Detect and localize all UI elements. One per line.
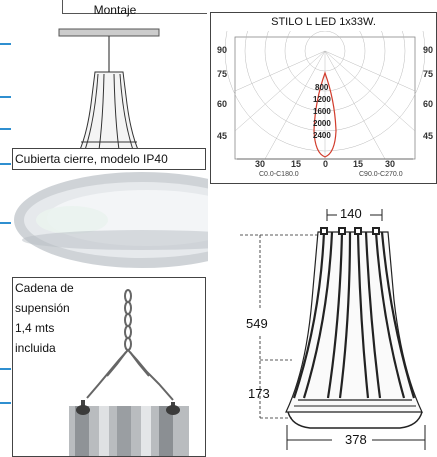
polar-right-angle: 75 xyxy=(423,69,434,79)
chain-label-line: supensión xyxy=(15,301,70,315)
chain-label-line: Cadena de xyxy=(15,281,74,295)
dim-height-lower: 173 xyxy=(248,386,270,401)
chain-label-line: incluida xyxy=(15,341,56,355)
polar-intensity-label: 800 xyxy=(315,83,329,92)
polar-grid xyxy=(224,31,426,160)
polar-left-angle: 90 xyxy=(217,45,228,55)
polar-right-angle: 90 xyxy=(423,45,434,55)
margin-mark xyxy=(0,222,11,224)
cover-label: Cubierta cierre, modelo IP40 xyxy=(12,148,206,170)
margin-mark xyxy=(0,402,11,404)
intensity-curve xyxy=(313,71,337,158)
polar-right-angle: 60 xyxy=(423,99,434,109)
guide-line xyxy=(62,0,63,13)
dimension-drawing xyxy=(240,209,426,450)
polar-title: STILO L LED 1x33W. xyxy=(271,16,376,28)
polar-right-angle: 45 xyxy=(423,131,434,141)
polar-left-angle: 60 xyxy=(217,99,228,109)
dim-bottom-width: 378 xyxy=(345,432,367,447)
polar-intensity-label: 1600 xyxy=(313,107,331,116)
polar-left-angle: 45 xyxy=(217,131,228,141)
chain-photo xyxy=(69,289,189,456)
margin-mark xyxy=(0,163,11,165)
polar-left-angle: 75 xyxy=(217,69,228,79)
margin-mark xyxy=(0,368,11,370)
polar-legend-left: C0.0-C180.0 xyxy=(259,171,299,178)
polar-bottom-angle: 30 xyxy=(255,159,266,169)
margin-mark xyxy=(0,43,11,45)
chain-panel: Cadena de supensión 1,4 mts incluida xyxy=(12,277,206,457)
margin-mark xyxy=(0,128,11,130)
polar-legend-right: C90.0-C270.0 xyxy=(359,171,403,178)
polar-bottom-angle: 30 xyxy=(385,159,396,169)
polar-bottom-angle: 0 xyxy=(323,159,329,169)
margin-mark xyxy=(0,96,11,98)
polar-bottom-angle: 15 xyxy=(353,159,364,169)
polar-intensity-label: 2000 xyxy=(313,119,331,128)
montaje-drawing xyxy=(58,28,160,153)
montaje-title: Montaje xyxy=(93,3,137,17)
dim-top-width: 140 xyxy=(340,206,362,221)
chain-label-line: 1,4 mts xyxy=(15,321,55,335)
dim-height-total: 549 xyxy=(246,316,268,331)
cover-photo xyxy=(12,148,208,270)
polar-bottom-angle: 15 xyxy=(291,159,302,169)
polar-intensity-label: 2400 xyxy=(313,131,331,140)
polar-intensity-label: 1200 xyxy=(313,95,331,104)
guide-line xyxy=(62,13,207,14)
polar-diagram-panel: STILO L LED 1x33W. 90 75 60 45 90 75 60 … xyxy=(210,12,437,184)
